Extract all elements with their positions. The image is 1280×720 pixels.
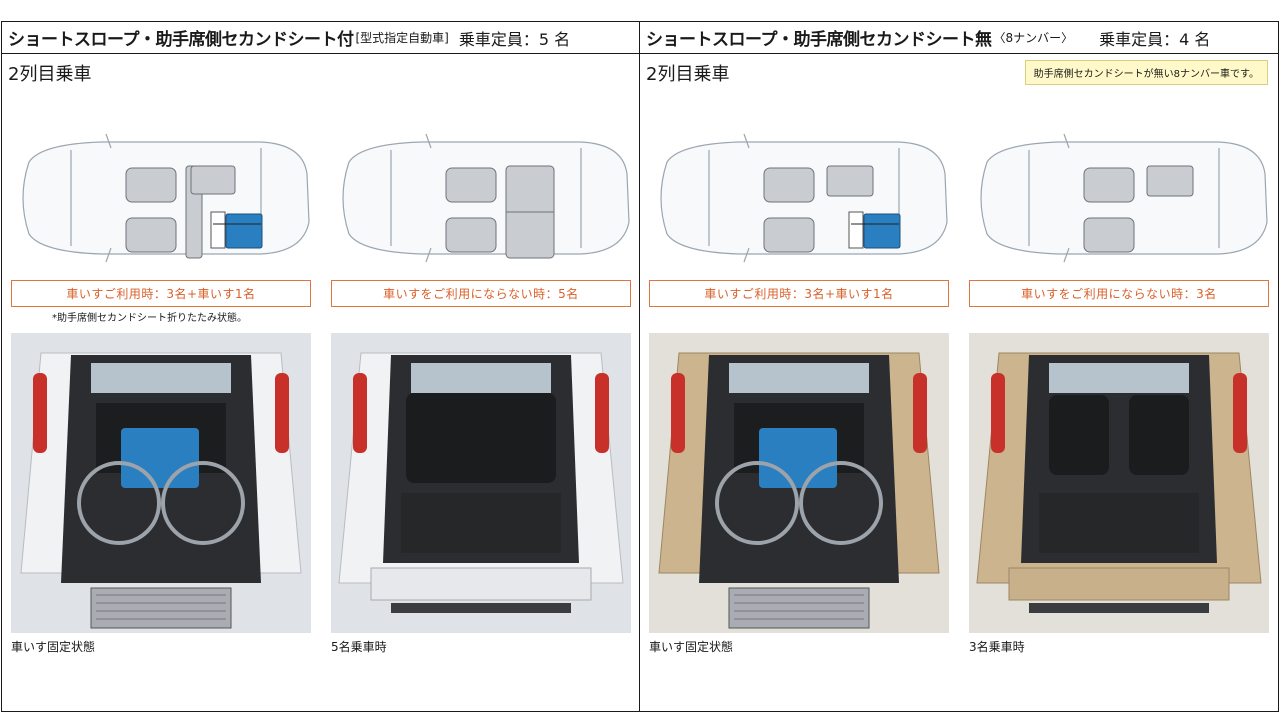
panel-title: ショートスロープ・助手席側セカンドシート付 <box>8 30 354 50</box>
config-caption-wheelchair: 車いすご利用時：3名+車いす1名 <box>649 280 949 307</box>
wheelchair-icon <box>848 211 901 249</box>
rear-photo-wheelchair-beige <box>649 333 949 633</box>
wheelchair-icon <box>210 211 263 249</box>
eight-number-note: 助手席側セカンドシートが無い8ナンバー車です。 <box>1024 60 1268 85</box>
seat-layout-diagram-wheelchair <box>660 133 948 263</box>
panel-header: ショートスロープ・助手席側セカンドシート付 [型式指定自動車] 乗車定員：5 名 <box>2 22 639 54</box>
config-caption-no-wheelchair: 車いすをご利用にならない時：5名 <box>331 280 631 307</box>
panel-title: ショートスロープ・助手席側セカンドシート無 <box>646 30 992 50</box>
panel-subtitle: [型式指定自動車] <box>355 31 449 45</box>
seat-layout-diagram-three-seats <box>980 133 1268 263</box>
seat-layout-diagram-full-seat <box>342 133 630 263</box>
config-caption-no-wheelchair: 車いすをご利用にならない時：3名 <box>969 280 1269 307</box>
photo-caption-wheelchair: 車いす固定状態 <box>649 640 734 654</box>
panel-header: ショートスロープ・助手席側セカンドシート無 〈8ナンバー〉 乗車定員：4 名 <box>640 22 1278 54</box>
photo-caption-no-wheelchair: 5名乗車時 <box>331 640 387 654</box>
footnote: *助手席側セカンドシート折りたたみ状態。 <box>52 313 247 324</box>
photo-caption-no-wheelchair: 3名乗車時 <box>969 640 1025 654</box>
seating-capacity: 乗車定員：5 名 <box>458 29 571 49</box>
row-label: 2列目乗車 <box>646 64 730 85</box>
wheelchair-icon <box>715 428 883 545</box>
photo-caption-wheelchair: 車いす固定状態 <box>11 640 96 654</box>
rear-photo-wheelchair-white <box>11 333 311 633</box>
row-label: 2列目乗車 <box>8 64 92 85</box>
panel-without-second-seat: ショートスロープ・助手席側セカンドシート無 〈8ナンバー〉 乗車定員：4 名 2… <box>640 21 1279 712</box>
seat-layout-diagram-wheelchair <box>22 133 310 263</box>
seating-capacity: 乗車定員：4 名 <box>1099 29 1211 49</box>
rear-photo-five-seats-white <box>331 333 631 633</box>
config-caption-wheelchair: 車いすご利用時：3名+車いす1名 <box>11 280 311 307</box>
rear-photo-three-seats-beige <box>969 333 1269 633</box>
panel-with-second-seat: ショートスロープ・助手席側セカンドシート付 [型式指定自動車] 乗車定員：5 名… <box>1 21 640 712</box>
panel-subtitle: 〈8ナンバー〉 <box>993 31 1074 45</box>
wheelchair-icon <box>77 428 245 545</box>
